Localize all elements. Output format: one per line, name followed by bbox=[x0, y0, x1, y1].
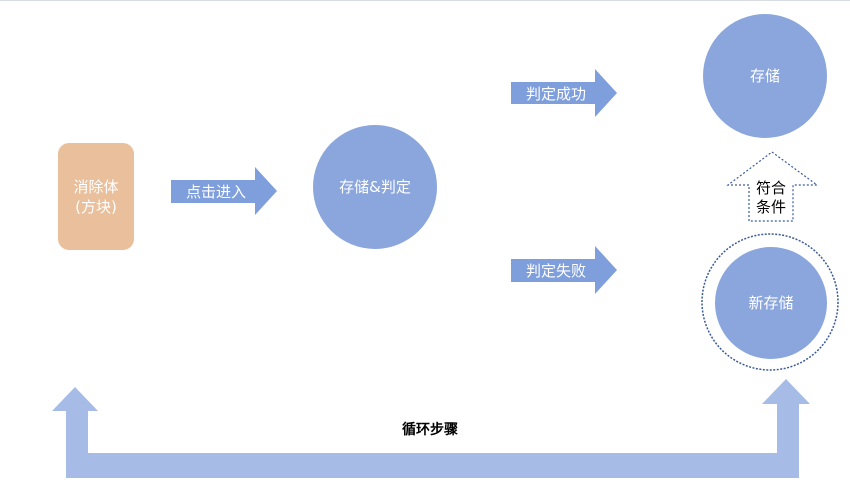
enter-label: 点击进入 bbox=[185, 183, 246, 201]
condition-label-line2: 条件 bbox=[755, 198, 786, 216]
enter-arrow bbox=[171, 167, 277, 215]
loop-arrow bbox=[52, 379, 810, 478]
success-label: 判定成功 bbox=[525, 85, 586, 103]
block-label-line1: 消除体 bbox=[73, 178, 119, 196]
fail-label: 判定失败 bbox=[525, 262, 586, 280]
success-arrow bbox=[511, 69, 617, 117]
store-label: 存储 bbox=[749, 67, 780, 85]
new-store-label: 新存储 bbox=[748, 294, 794, 312]
judge-label: 存储&判定 bbox=[339, 178, 411, 196]
fail-arrow bbox=[511, 246, 617, 294]
judge-circle bbox=[313, 125, 437, 249]
loop-label: 循环步骤 bbox=[402, 422, 458, 438]
condition-label: 符合 条件 bbox=[749, 179, 793, 217]
condition-label-line1: 符合 bbox=[755, 179, 786, 197]
block-shape bbox=[58, 143, 134, 250]
block-label-line2: (方块) bbox=[75, 198, 117, 216]
store-circle bbox=[703, 14, 827, 138]
new-store-ring bbox=[701, 233, 839, 371]
new-store-circle bbox=[715, 247, 827, 359]
block-label: 消除体 (方块) bbox=[58, 177, 134, 217]
condition-arrow bbox=[726, 151, 819, 222]
